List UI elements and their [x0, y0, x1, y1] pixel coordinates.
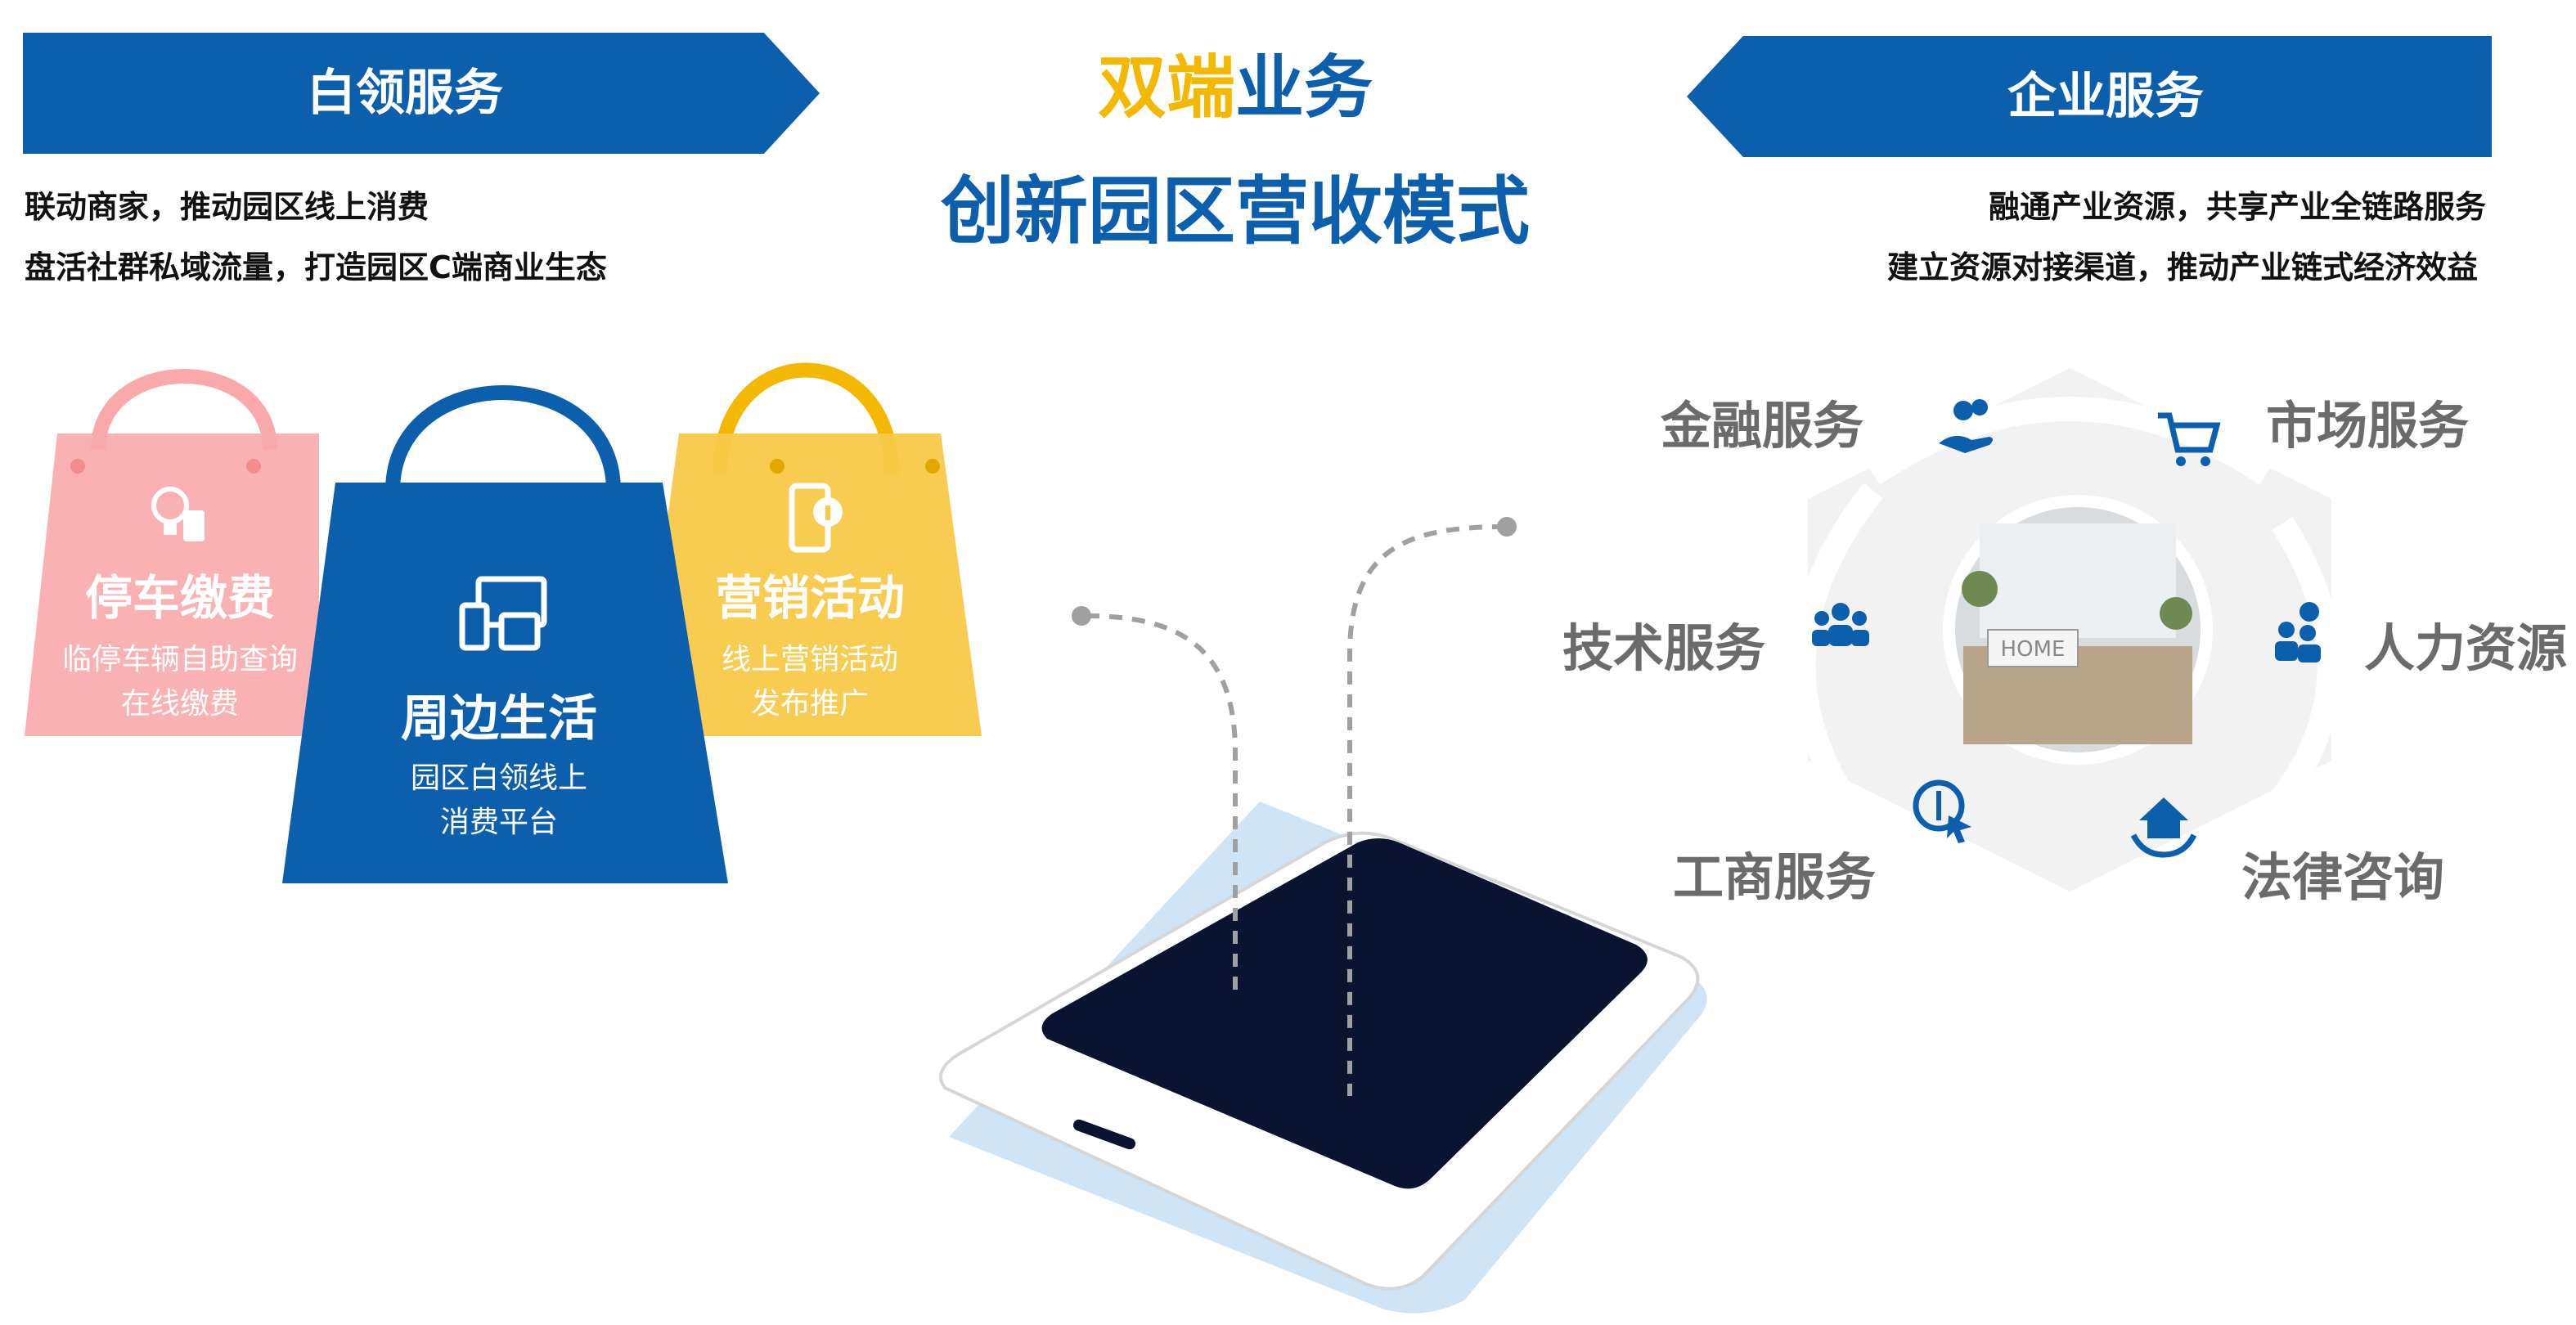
parking-bag-graphic [25, 369, 319, 736]
life-title: 周边生活 [401, 690, 597, 748]
title-part-blue: 业务 [1235, 47, 1373, 128]
marketing-desc-line-1: 线上营销活动 [721, 643, 898, 676]
people-dollar-icon [2275, 602, 2321, 662]
service-label-hr: 人力资源 [2364, 618, 2568, 678]
service-label-tech: 技术服务 [1562, 618, 1766, 678]
devices-icon [454, 573, 552, 654]
life-desc-line-2: 消费平台 [439, 806, 558, 839]
cart-icon [2158, 412, 2221, 466]
house-hands-icon [2130, 797, 2197, 858]
dollar-click-icon [1913, 779, 1971, 843]
right-desc-line-2: 建立资源对接渠道，推动产业链式经济效益 [1886, 249, 2478, 285]
service-label-business: 工商服务 [1673, 847, 1877, 907]
life-desc-line-1: 园区白领线上 [410, 761, 587, 795]
left-desc-line-1: 联动商家，推动园区线上消费 [25, 189, 429, 225]
home-sign-text: HOME [2001, 637, 2066, 662]
innovation-subtitle: 创新园区营收模式 [941, 168, 1530, 254]
money-hand-icon [1939, 399, 1993, 453]
marketing-desc-line-2: 发布推广 [750, 687, 869, 721]
right-desc-line-1: 融通产业资源，共享产业全链路服务 [1988, 189, 2486, 225]
white-collar-title: 白领服务 [307, 65, 503, 122]
marketing-title: 营销活动 [714, 570, 905, 626]
marketing-desc: 线上营销活动 发布推广 [638, 638, 982, 726]
parking-desc-line-2: 在线缴费 [120, 687, 239, 721]
service-label-market: 市场服务 [2266, 396, 2470, 456]
service-label-finance: 金融服务 [1661, 396, 1864, 456]
bulb-phone-icon [147, 483, 205, 548]
enterprise-banner: 企业服务 [1687, 36, 2492, 157]
title-part-yellow: 双端 [1097, 47, 1235, 128]
enterprise-title: 企业服务 [2007, 68, 2204, 125]
team-icon [1812, 603, 1869, 646]
marketing-bag-graphic [638, 362, 982, 736]
life-bag-graphic [282, 385, 728, 883]
white-collar-banner: 白领服务 [23, 33, 820, 154]
service-label-legal: 法律咨询 [2241, 847, 2445, 907]
parking-desc: 临停车辆自助查询 在线缴费 [8, 638, 352, 726]
life-desc: 园区白领线上 消费平台 [278, 757, 720, 845]
phone-illustration [939, 517, 1707, 1314]
dual-business-title: 双端业务 [1063, 33, 1407, 132]
parking-title: 停车缴费 [84, 570, 275, 626]
services-wheel: HOME [1791, 368, 2342, 892]
left-desc-line-2: 盘活社群私域流量，打造园区C端商业生态 [25, 249, 607, 285]
parking-desc-line-1: 临停车辆自助查询 [61, 643, 298, 676]
phone-info-icon [785, 483, 851, 553]
